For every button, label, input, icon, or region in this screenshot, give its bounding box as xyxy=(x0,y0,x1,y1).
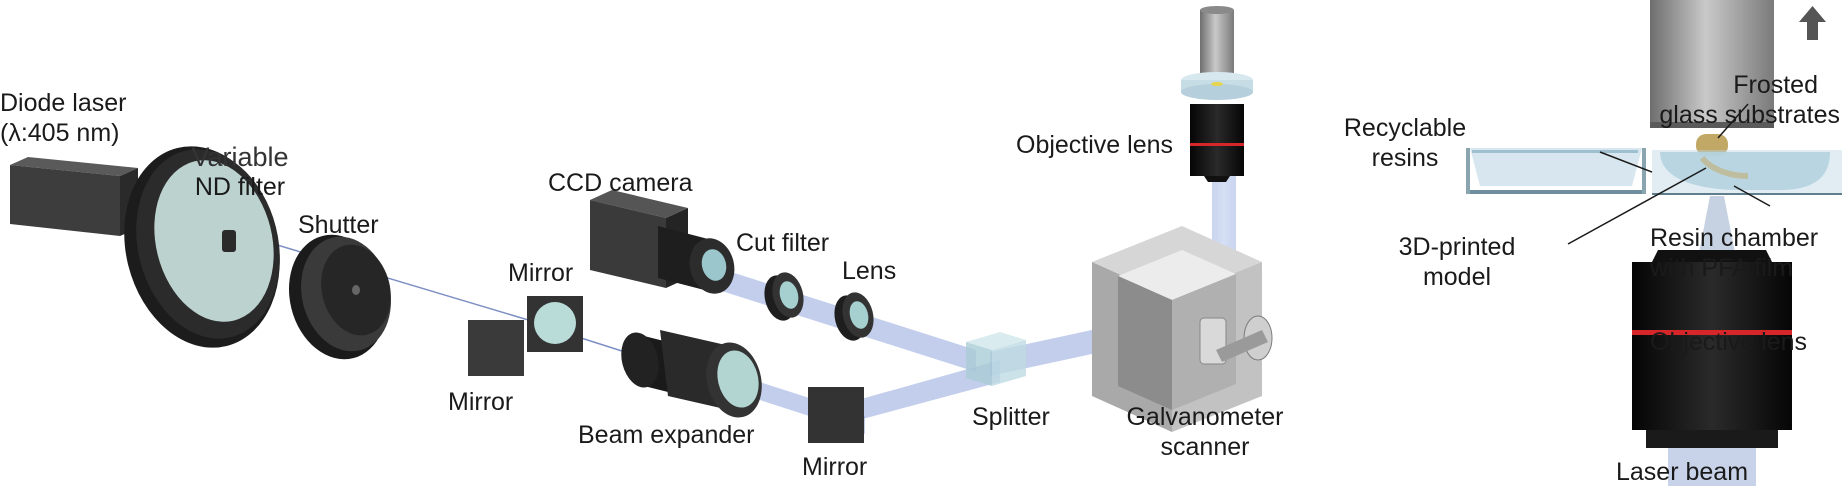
laser-beam-column xyxy=(1668,448,1756,486)
upper-stage-holder xyxy=(1650,0,1774,128)
objective-lens-top-body xyxy=(1181,6,1253,182)
galvanometer-housing xyxy=(1092,226,1273,432)
shutter-disk xyxy=(288,234,391,360)
label-laser-beam: Laser beam xyxy=(1616,458,1749,486)
label-splitter: Splitter xyxy=(972,403,1050,431)
label-objective-lens-right: Objective lens xyxy=(1650,328,1808,356)
lens-element xyxy=(834,292,874,341)
mirror-lower-block xyxy=(808,387,864,443)
label-diode-laser: Diode laser(λ:405 nm) xyxy=(0,89,127,147)
objective-lens-right-body xyxy=(1632,250,1792,448)
label-mirror-left: Mirror xyxy=(448,388,514,416)
label-mirror-upper: Mirror xyxy=(508,259,574,287)
diode-laser-box xyxy=(10,157,138,236)
label-beam-expander: Beam expander xyxy=(578,421,755,449)
cut-filter-element xyxy=(764,272,804,321)
beam-expander-body xyxy=(621,330,762,418)
resin-chamber xyxy=(1466,134,1842,195)
nd-filter-wheel xyxy=(124,146,280,348)
mirror-left-block xyxy=(468,320,524,376)
label-lens: Lens xyxy=(842,257,897,285)
label-objective-lens-top: Objective lens xyxy=(1016,131,1174,159)
leader-lines xyxy=(1567,103,1771,245)
arrow-up-icon xyxy=(1799,6,1826,40)
label-cut-filter: Cut filter xyxy=(736,229,830,257)
label-ccd-camera: CCD camera xyxy=(548,169,693,197)
focus-cone xyxy=(1698,196,1736,258)
splitter-cube xyxy=(966,332,1026,386)
label-shutter: Shutter xyxy=(298,211,379,239)
label-mirror-lower: Mirror xyxy=(802,453,868,481)
ccd-camera-body xyxy=(590,190,735,294)
mirror-upper-block xyxy=(527,296,583,352)
